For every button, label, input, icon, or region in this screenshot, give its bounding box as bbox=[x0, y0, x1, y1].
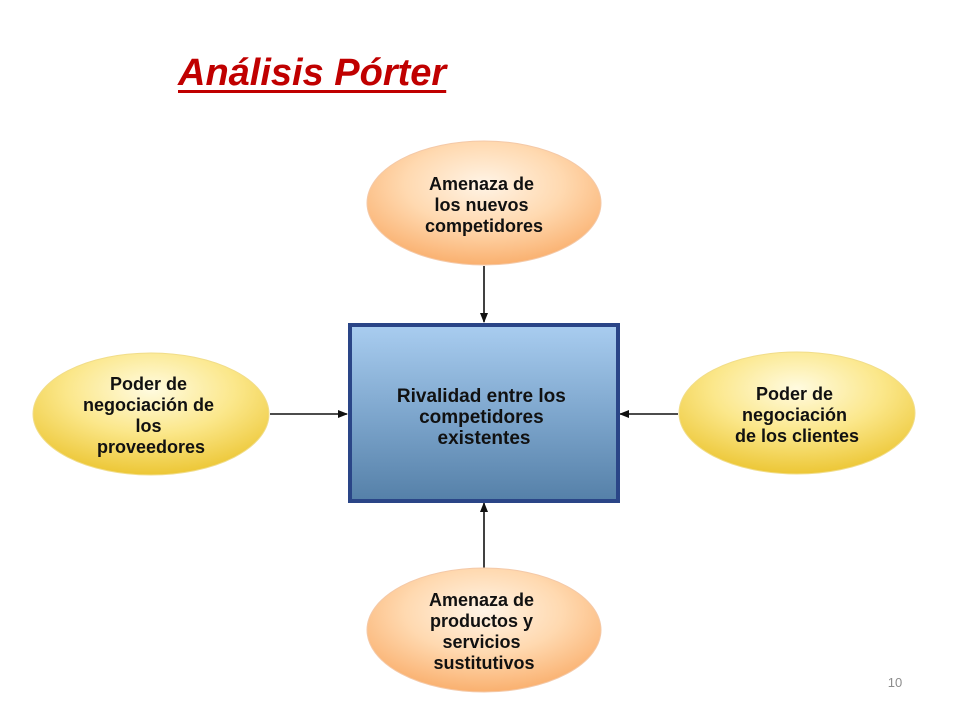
slide-title: Análisis Pórter bbox=[178, 52, 447, 94]
svg-text:Amenaza de los nuevos: Amenaza de los nuevos competidores bbox=[425, 174, 543, 236]
node-new-entrants-line-3: competidores bbox=[425, 216, 543, 236]
node-new-entrants: Amenaza de los nuevos competidores bbox=[366, 140, 602, 266]
node-substitutes: Amenaza de productos y servicios sustitu… bbox=[366, 567, 602, 693]
svg-text:Poder de negociación d: Poder de negociación de los proveedores bbox=[83, 374, 219, 457]
node-supplier-power-line-1: Poder de bbox=[110, 374, 187, 394]
node-supplier-power: Poder de negociación de los proveedores bbox=[32, 352, 270, 476]
node-substitutes-line-4: sustitutivos bbox=[433, 653, 534, 673]
svg-text:Rivalidad entre los co: Rivalidad entre los competidores existen… bbox=[397, 386, 571, 449]
node-rivalry-line-2: competidores bbox=[419, 407, 544, 428]
node-new-entrants-line-1: Amenaza de bbox=[429, 174, 534, 194]
node-buyer-power: Poder de negociación de los clientes bbox=[678, 351, 916, 475]
svg-text:Poder de negociación: Poder de negociación de los clientes bbox=[735, 384, 859, 446]
node-rivalry: Rivalidad entre los competidores existen… bbox=[348, 323, 620, 503]
node-supplier-power-line-2: negociación de bbox=[83, 395, 214, 415]
svg-text:Amenaza de productos y: Amenaza de productos y servicios sustitu… bbox=[429, 590, 539, 673]
node-buyer-power-line-2: negociación bbox=[742, 405, 847, 425]
node-supplier-power-line-4: proveedores bbox=[97, 437, 205, 457]
node-rivalry-line-1: Rivalidad entre los bbox=[397, 386, 566, 407]
node-substitutes-line-2: productos y bbox=[430, 611, 533, 631]
page-number: 10 bbox=[887, 675, 903, 690]
node-substitutes-line-1: Amenaza de bbox=[429, 590, 534, 610]
node-substitutes-line-3: servicios bbox=[442, 632, 520, 652]
node-rivalry-line-3: existentes bbox=[438, 428, 531, 449]
node-new-entrants-line-2: los nuevos bbox=[434, 195, 528, 215]
node-buyer-power-line-1: Poder de bbox=[756, 384, 833, 404]
node-buyer-power-line-3: de los clientes bbox=[735, 426, 859, 446]
node-supplier-power-line-3: los bbox=[135, 416, 161, 436]
